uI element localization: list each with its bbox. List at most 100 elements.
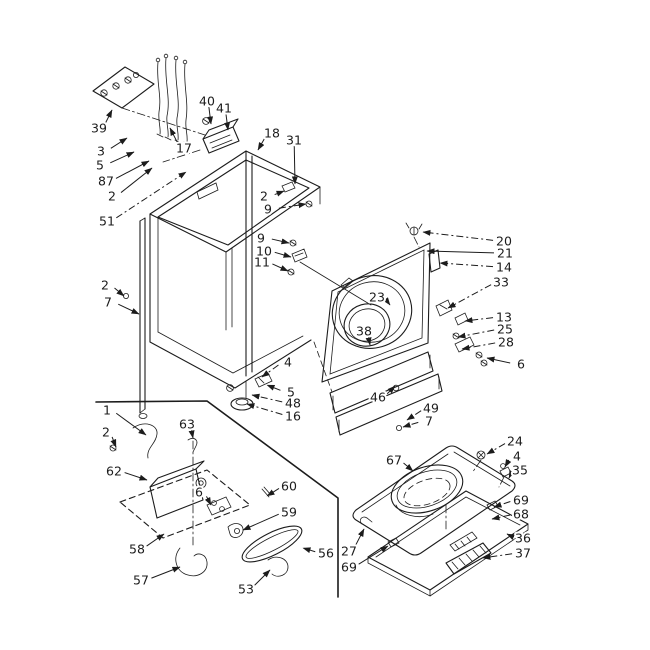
leader-line-4 — [504, 458, 512, 468]
callout-9: 9 — [264, 202, 272, 217]
leader-line-41 — [224, 113, 231, 131]
leader-line-6 — [486, 356, 511, 364]
rear-panel — [321, 222, 441, 383]
leader-line-69 — [493, 501, 511, 508]
callout-31: 31 — [286, 133, 302, 148]
base-trim-strips — [329, 351, 443, 436]
leader-line-18 — [257, 137, 266, 151]
callout-63: 63 — [179, 417, 195, 432]
leader-line-51 — [116, 171, 187, 219]
callout-40: 40 — [199, 94, 215, 109]
leader-line-87 — [115, 160, 150, 179]
leader-line-4 — [261, 364, 279, 378]
leader-line-31 — [291, 145, 298, 185]
power-cord-bracket — [162, 117, 240, 163]
leader-line-35 — [508, 469, 515, 479]
callout-48: 48 — [285, 396, 301, 411]
cabinet-shell — [149, 150, 333, 393]
callout-2: 2 — [101, 278, 109, 293]
callout-37: 37 — [515, 546, 531, 561]
callout-38: 38 — [356, 324, 372, 339]
callout-1: 1 — [103, 403, 111, 418]
callout-2: 2 — [260, 189, 268, 204]
callout-16: 16 — [285, 409, 301, 424]
leader-line-6 — [204, 496, 212, 506]
cabinet-clips-screws — [281, 181, 372, 306]
callout-69: 69 — [513, 493, 529, 508]
callout-53: 53 — [238, 582, 254, 597]
callout-59: 59 — [281, 505, 297, 520]
callout-62: 62 — [106, 464, 122, 479]
leader-line-7 — [402, 421, 419, 428]
leader-line-59 — [242, 513, 279, 531]
leader-line-23 — [383, 297, 391, 306]
top-panel-assembly — [352, 445, 529, 597]
leader-line-58 — [146, 533, 165, 547]
leader-line-10 — [274, 251, 292, 258]
callout-41: 41 — [216, 101, 232, 116]
leader-line-2 — [114, 287, 125, 297]
leader-line-40 — [207, 106, 214, 125]
callout-2: 2 — [102, 425, 110, 440]
leader-line-20 — [422, 229, 494, 241]
leader-line-1 — [115, 412, 147, 436]
callout-87: 87 — [98, 174, 114, 189]
callout-57: 57 — [133, 573, 149, 588]
leader-line-62 — [124, 472, 148, 481]
callout-13: 13 — [496, 310, 512, 325]
callout-5: 5 — [287, 385, 295, 400]
leader-line-49 — [406, 410, 422, 421]
leader-line-57 — [151, 566, 181, 579]
callout-5: 5 — [96, 158, 104, 173]
leader-line-63 — [188, 429, 195, 439]
callout-28: 28 — [498, 335, 514, 350]
callout-69: 69 — [341, 560, 357, 575]
callout-68: 68 — [513, 507, 529, 522]
callout-6: 6 — [517, 357, 525, 372]
callout-7: 7 — [104, 295, 112, 310]
left-side-panel-strip — [123, 217, 148, 419]
leader-line-2 — [110, 436, 117, 448]
callout-27: 27 — [341, 544, 357, 559]
leader-line-60 — [266, 488, 280, 497]
leader-line-68 — [491, 514, 511, 521]
leader-line-13 — [464, 317, 494, 324]
callout-2: 2 — [108, 189, 116, 204]
motor-assembly — [109, 423, 303, 577]
callout-10: 10 — [256, 244, 272, 259]
leader-line-46 — [386, 385, 396, 395]
leader-line-28 — [461, 342, 496, 351]
callout-56: 56 — [318, 546, 334, 561]
leader-line-2 — [120, 167, 153, 193]
callout-3: 3 — [97, 144, 105, 159]
callout-36: 36 — [515, 531, 531, 546]
callout-14: 14 — [496, 260, 512, 275]
vent-slots — [445, 531, 492, 575]
callout-24: 24 — [507, 434, 523, 449]
callout-60: 60 — [281, 479, 297, 494]
leader-line-37 — [482, 553, 513, 560]
callout-49: 49 — [423, 401, 439, 416]
callout-25: 25 — [497, 322, 513, 337]
callout-35: 35 — [512, 463, 528, 478]
leader-line-69 — [358, 545, 389, 565]
leader-line-24 — [486, 443, 506, 455]
leader-line-27 — [354, 528, 365, 547]
callout-4: 4 — [284, 355, 292, 370]
leader-line-25 — [457, 329, 495, 339]
leader-line-7 — [118, 303, 140, 315]
leader-line-48 — [251, 393, 283, 403]
leader-line-36 — [506, 533, 516, 540]
wire-harness — [155, 53, 191, 146]
callout-20: 20 — [496, 234, 512, 249]
callout-23: 23 — [369, 290, 385, 305]
callout-67: 67 — [386, 453, 402, 468]
leader-line-5 — [266, 384, 281, 391]
callout-46: 46 — [370, 390, 386, 405]
callout-4: 4 — [513, 449, 521, 464]
callout-11: 11 — [254, 255, 270, 270]
leader-line-9 — [278, 202, 307, 209]
leader-line-56 — [302, 547, 316, 554]
